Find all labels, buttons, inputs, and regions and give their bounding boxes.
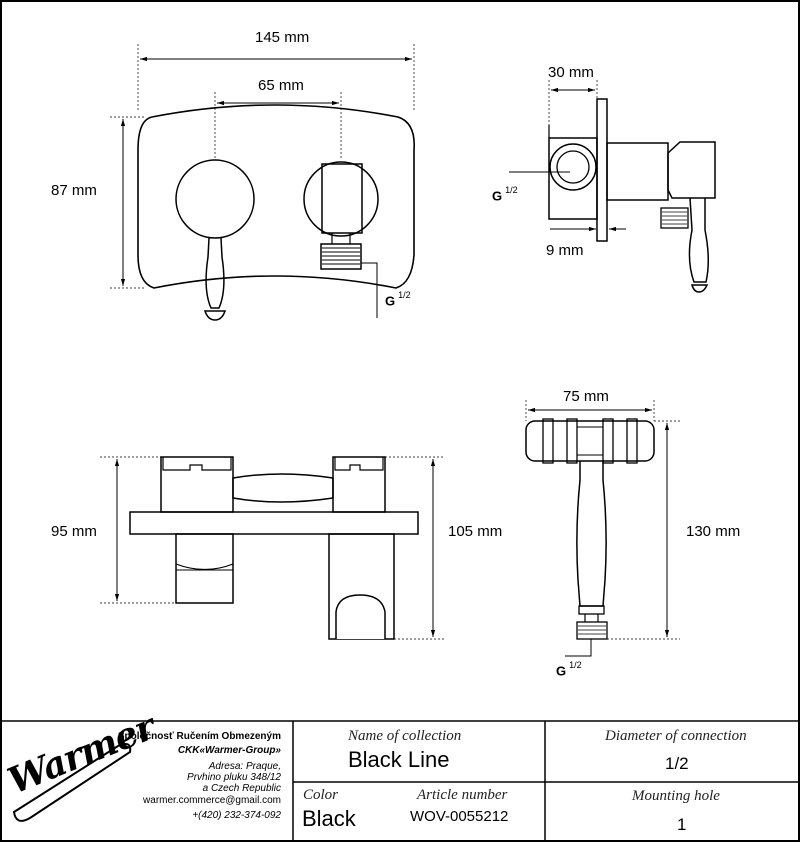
collection-label: Name of collection — [348, 728, 462, 744]
diameter-label: Diameter of connection — [605, 728, 747, 744]
mounting-label: Mounting hole — [632, 788, 720, 804]
dim-105-label: 105 mm — [448, 523, 503, 540]
color-label: Color — [303, 787, 339, 803]
collection-value: Black Line — [348, 747, 450, 772]
shower-holder-circle — [303, 161, 379, 237]
company-email[interactable]: warmer.commerce@gmail.com — [143, 795, 281, 806]
dim-130-label: 130 mm — [686, 523, 741, 540]
company-address-1: Adresa: Praque, — [208, 761, 281, 772]
left-knob — [175, 159, 255, 239]
dim-9-label: 9 mm — [546, 242, 584, 259]
dim-75-label: 75 mm — [563, 388, 609, 405]
dim-30-label: 30 mm — [548, 64, 594, 81]
hand-shower-view — [525, 400, 680, 657]
bottom-view — [100, 456, 445, 640]
shower-handle — [576, 461, 607, 607]
article-value: WOV-0055212 — [410, 808, 509, 825]
title-block — [1, 720, 799, 841]
top-view — [110, 44, 415, 321]
company-phone: +(420) 232-374-092 — [192, 810, 281, 821]
side-plate — [596, 98, 608, 242]
lever-handle — [205, 237, 225, 309]
dim-65-label: 65 mm — [258, 77, 304, 94]
company-address-3: a Czech Republic — [202, 783, 281, 794]
diameter-value: 1/2 — [665, 754, 689, 773]
side-view — [509, 80, 716, 293]
wall-plate — [129, 511, 419, 535]
color-value: Black — [302, 806, 356, 831]
dim-87-label: 87 mm — [51, 182, 97, 199]
top-view-plate — [137, 104, 415, 289]
mounting-value: 1 — [677, 815, 687, 834]
company-name: Spoločnosť Ručením Obmezeným — [117, 731, 281, 742]
article-label: Article number — [417, 787, 508, 803]
logo-emblem — [12, 743, 132, 822]
hose-connector — [320, 243, 362, 270]
company-group: CKK«Warmer-Group» — [177, 745, 281, 756]
dim-145-label: 145 mm — [255, 29, 310, 46]
company-address-2: Prvhino pluku 348/12 — [187, 772, 281, 783]
side-inlet-outer — [549, 143, 597, 191]
dim-95-label: 95 mm — [51, 523, 97, 540]
side-body — [548, 137, 598, 220]
shower-head — [525, 420, 655, 462]
